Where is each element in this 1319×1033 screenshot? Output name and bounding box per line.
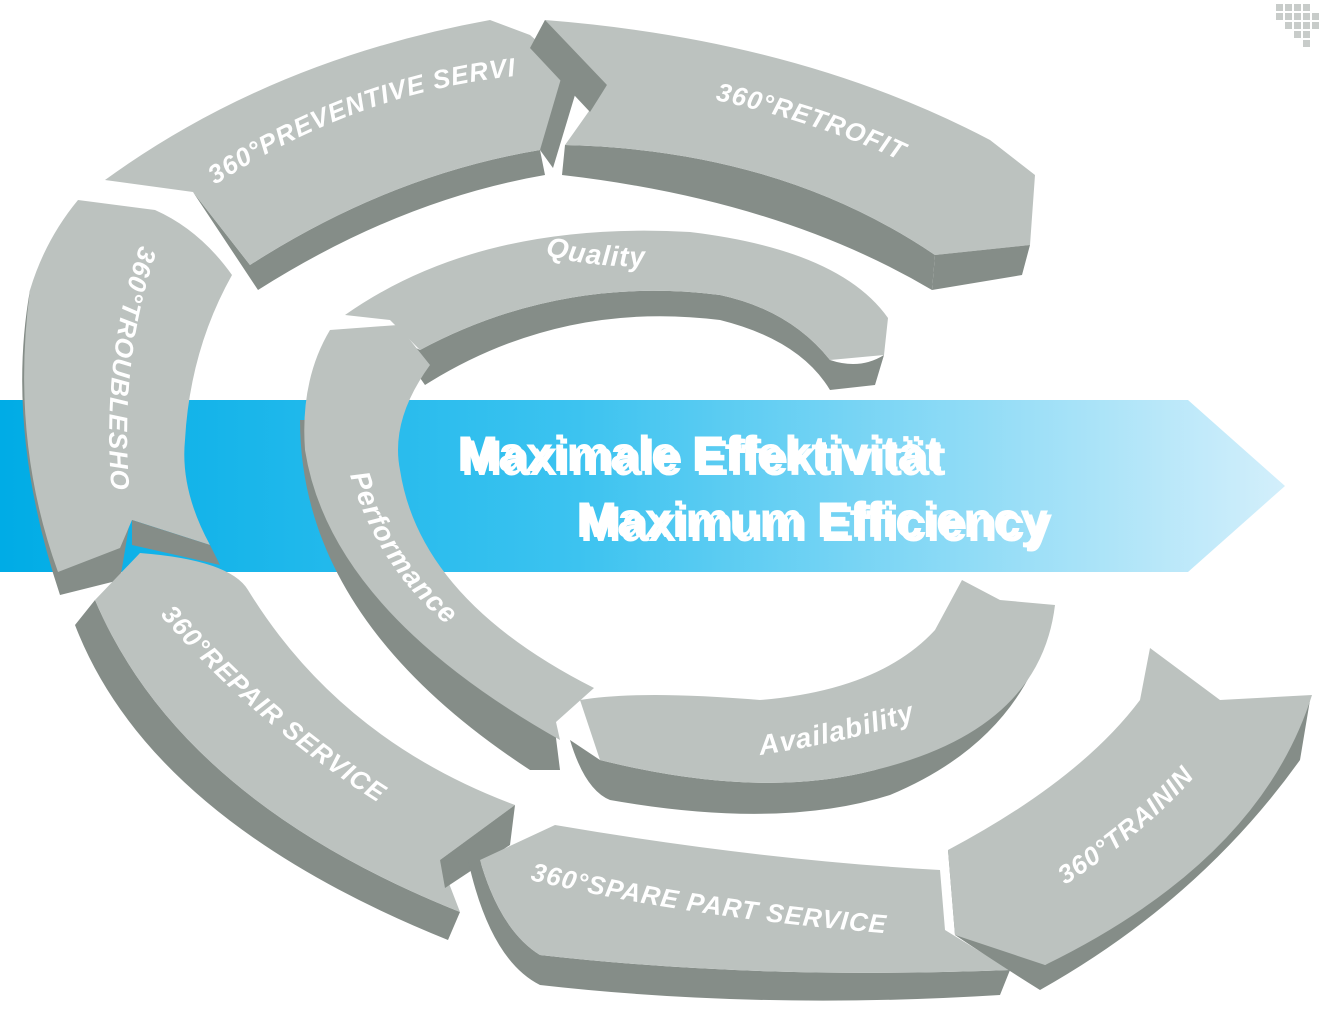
- segment-performance: [300, 325, 594, 770]
- segment-repair-service: [75, 553, 515, 940]
- banner-line1: Maximale Effektivität: [457, 426, 942, 482]
- banner-line2-shadow: Maximum Efficiency: [580, 496, 1052, 552]
- segment-spare-part-service: [468, 825, 1010, 1001]
- segment-trainings: [948, 648, 1312, 990]
- segment-availability: [570, 580, 1055, 814]
- segment-retrofit: [530, 20, 1035, 290]
- segment-quality: [345, 230, 888, 390]
- segment-preventive-service: [105, 20, 578, 290]
- banner-text-group: Maximale Effektivität Maximale Effektivi…: [457, 426, 1053, 552]
- banner-line2: Maximum Efficiency: [576, 492, 1048, 548]
- segment-troubleshooting: [22, 200, 232, 595]
- banner-line1-shadow: Maximale Effektivität: [461, 430, 946, 486]
- pixel-grid-logo-icon: [1276, 4, 1319, 47]
